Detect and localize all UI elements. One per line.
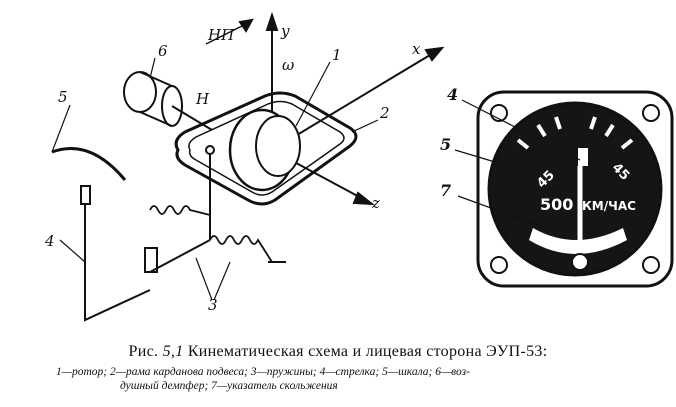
- label-6: 6: [158, 42, 168, 60]
- label-h: Н: [195, 90, 210, 108]
- pointer-linkage: [84, 204, 151, 322]
- dial-ticks: [516, 116, 634, 150]
- right-leaders: [454, 99, 581, 227]
- leader-5: [51, 104, 71, 153]
- damper-cylinder-front: [161, 85, 183, 127]
- instrument-face: [476, 90, 674, 288]
- np-arrowhead: [238, 18, 254, 33]
- leader-4: [59, 239, 86, 263]
- rotor-face: [255, 115, 301, 177]
- damper-cylinder-end: [123, 71, 157, 113]
- screw-br: [642, 256, 660, 274]
- caption-line-2: 1—ротор; 2—рама карданова подвеса; 3—пру…: [56, 366, 470, 378]
- needle-hub: [571, 253, 589, 271]
- pointer-tip: [80, 185, 91, 205]
- caption-title: Рис. 5,1 Кинематическая схема и лицевая …: [0, 343, 676, 361]
- label-w: ω: [282, 56, 294, 74]
- label-3: 3: [208, 296, 218, 314]
- label-x: x: [412, 40, 421, 58]
- label-4-right: 4: [447, 85, 458, 104]
- caption-number: 5,1: [162, 343, 184, 360]
- spring-right: [209, 235, 273, 263]
- label-5-right: 5: [440, 135, 451, 154]
- gimbal-frame-inner: [188, 100, 345, 196]
- axis-x-arrow: [424, 46, 445, 62]
- leader-3a: [195, 257, 213, 301]
- dial-unit: КМ/ЧАС: [582, 199, 636, 213]
- screw-tr: [642, 104, 660, 122]
- scale-arc: [51, 147, 127, 181]
- axis-z-arrow: [352, 191, 376, 206]
- kinematic-scheme: [51, 11, 445, 322]
- spring-left: [149, 205, 211, 216]
- dial-speed: 500: [540, 195, 573, 214]
- damper-rod: [171, 105, 213, 131]
- caption-prefix: Рис.: [128, 343, 159, 360]
- screw-bl: [490, 256, 508, 274]
- leader-2: [351, 119, 379, 133]
- gimbal-frame: [174, 91, 358, 206]
- dial-zero-mark: [578, 148, 588, 166]
- damper-top: [139, 71, 173, 87]
- leader-3b: [213, 261, 231, 301]
- link-bar: [149, 239, 211, 273]
- label-y: у: [280, 22, 290, 40]
- leader-1: [295, 61, 331, 127]
- label-4-left: 4: [44, 232, 55, 250]
- label-z: z: [371, 194, 380, 212]
- lever-pivot: [205, 145, 215, 155]
- label-7-right: 7: [440, 181, 451, 200]
- caption-line-3: душный демпфер; 7—указатель скольжения: [120, 380, 338, 392]
- label-np: НП: [207, 26, 235, 44]
- caption-title-text: Кинематическая схема и лицевая сторона Э…: [187, 343, 548, 360]
- label-5-left: 5: [58, 88, 68, 106]
- leader-6: [149, 57, 156, 79]
- label-1: 1: [332, 46, 342, 64]
- axis-y-arrow: [265, 11, 279, 31]
- label-2: 2: [379, 104, 390, 122]
